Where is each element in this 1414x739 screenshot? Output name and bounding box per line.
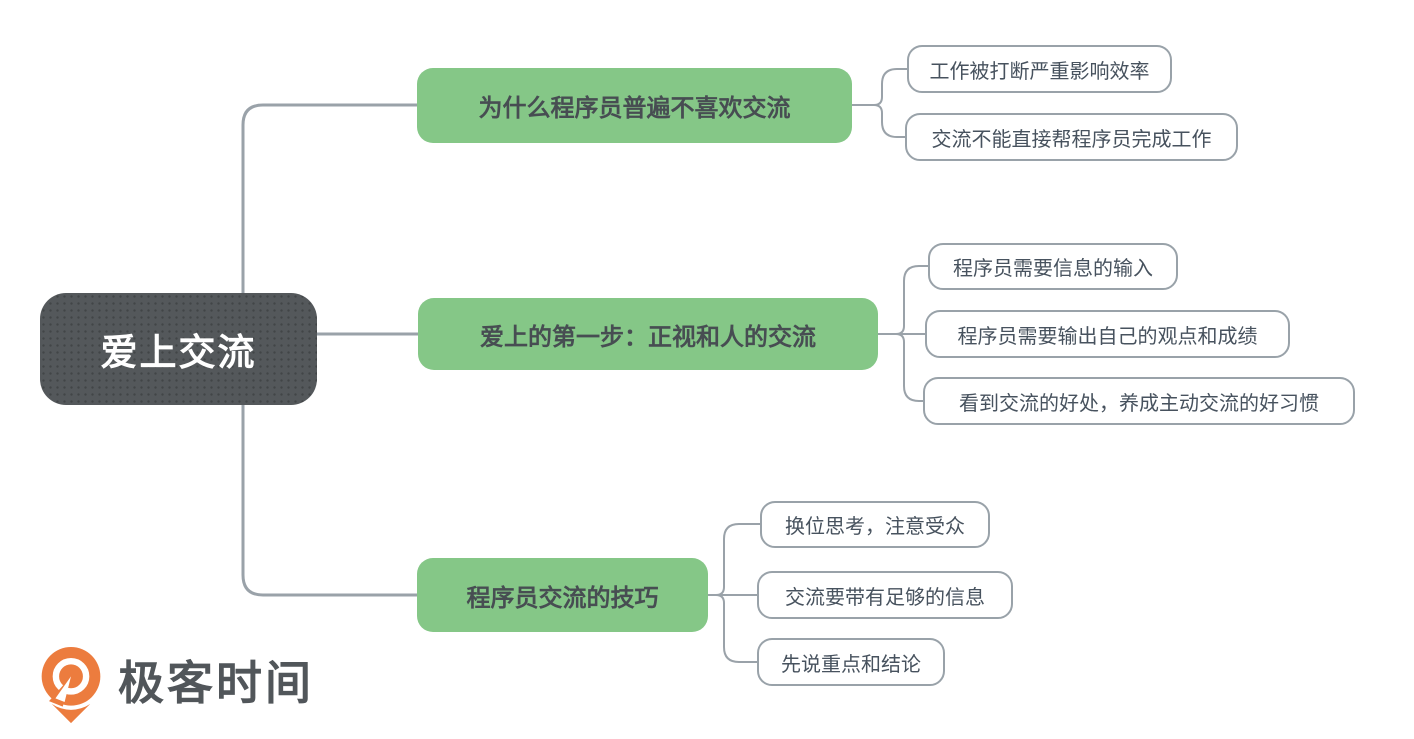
connector-b1-c2 [852,104,905,138]
geektime-logo-text: 极客时间 [118,656,314,709]
connector-b2-c1 [878,265,928,335]
child-node[interactable]: 看到交流的好处，养成主动交流的好习惯 [923,377,1355,425]
connector-root-branch3 [241,405,417,597]
child-node[interactable]: 工作被打断严重影响效率 [907,45,1172,93]
branch-node-first-step-face-communication[interactable]: 爱上的第一步：正视和人的交流 [418,298,878,370]
connector-b3-c1 [708,523,760,596]
child-node[interactable]: 程序员需要信息的输入 [928,243,1178,290]
geektime-logo: 极客时间 [38,646,314,725]
child-node[interactable]: 换位思考，注意受众 [760,501,990,548]
child-node[interactable]: 先说重点和结论 [757,638,945,686]
connector-b1-c1 [852,68,907,106]
geektime-logo-icon [41,647,101,724]
connector-root-branch1 [241,103,417,293]
branch-node-communication-skills[interactable]: 程序员交流的技巧 [417,558,708,632]
child-node[interactable]: 交流要带有足够的信息 [757,571,1013,619]
connector-b2-c3 [878,333,923,402]
child-node[interactable]: 程序员需要输出自己的观点和成绩 [925,310,1290,358]
child-node[interactable]: 交流不能直接帮程序员完成工作 [905,113,1238,161]
branch-node-why-programmers-dislike-communication[interactable]: 为什么程序员普遍不喜欢交流 [417,68,852,143]
root-node[interactable]: 爱上交流 [40,293,317,405]
connector-b3-c3 [708,594,757,663]
